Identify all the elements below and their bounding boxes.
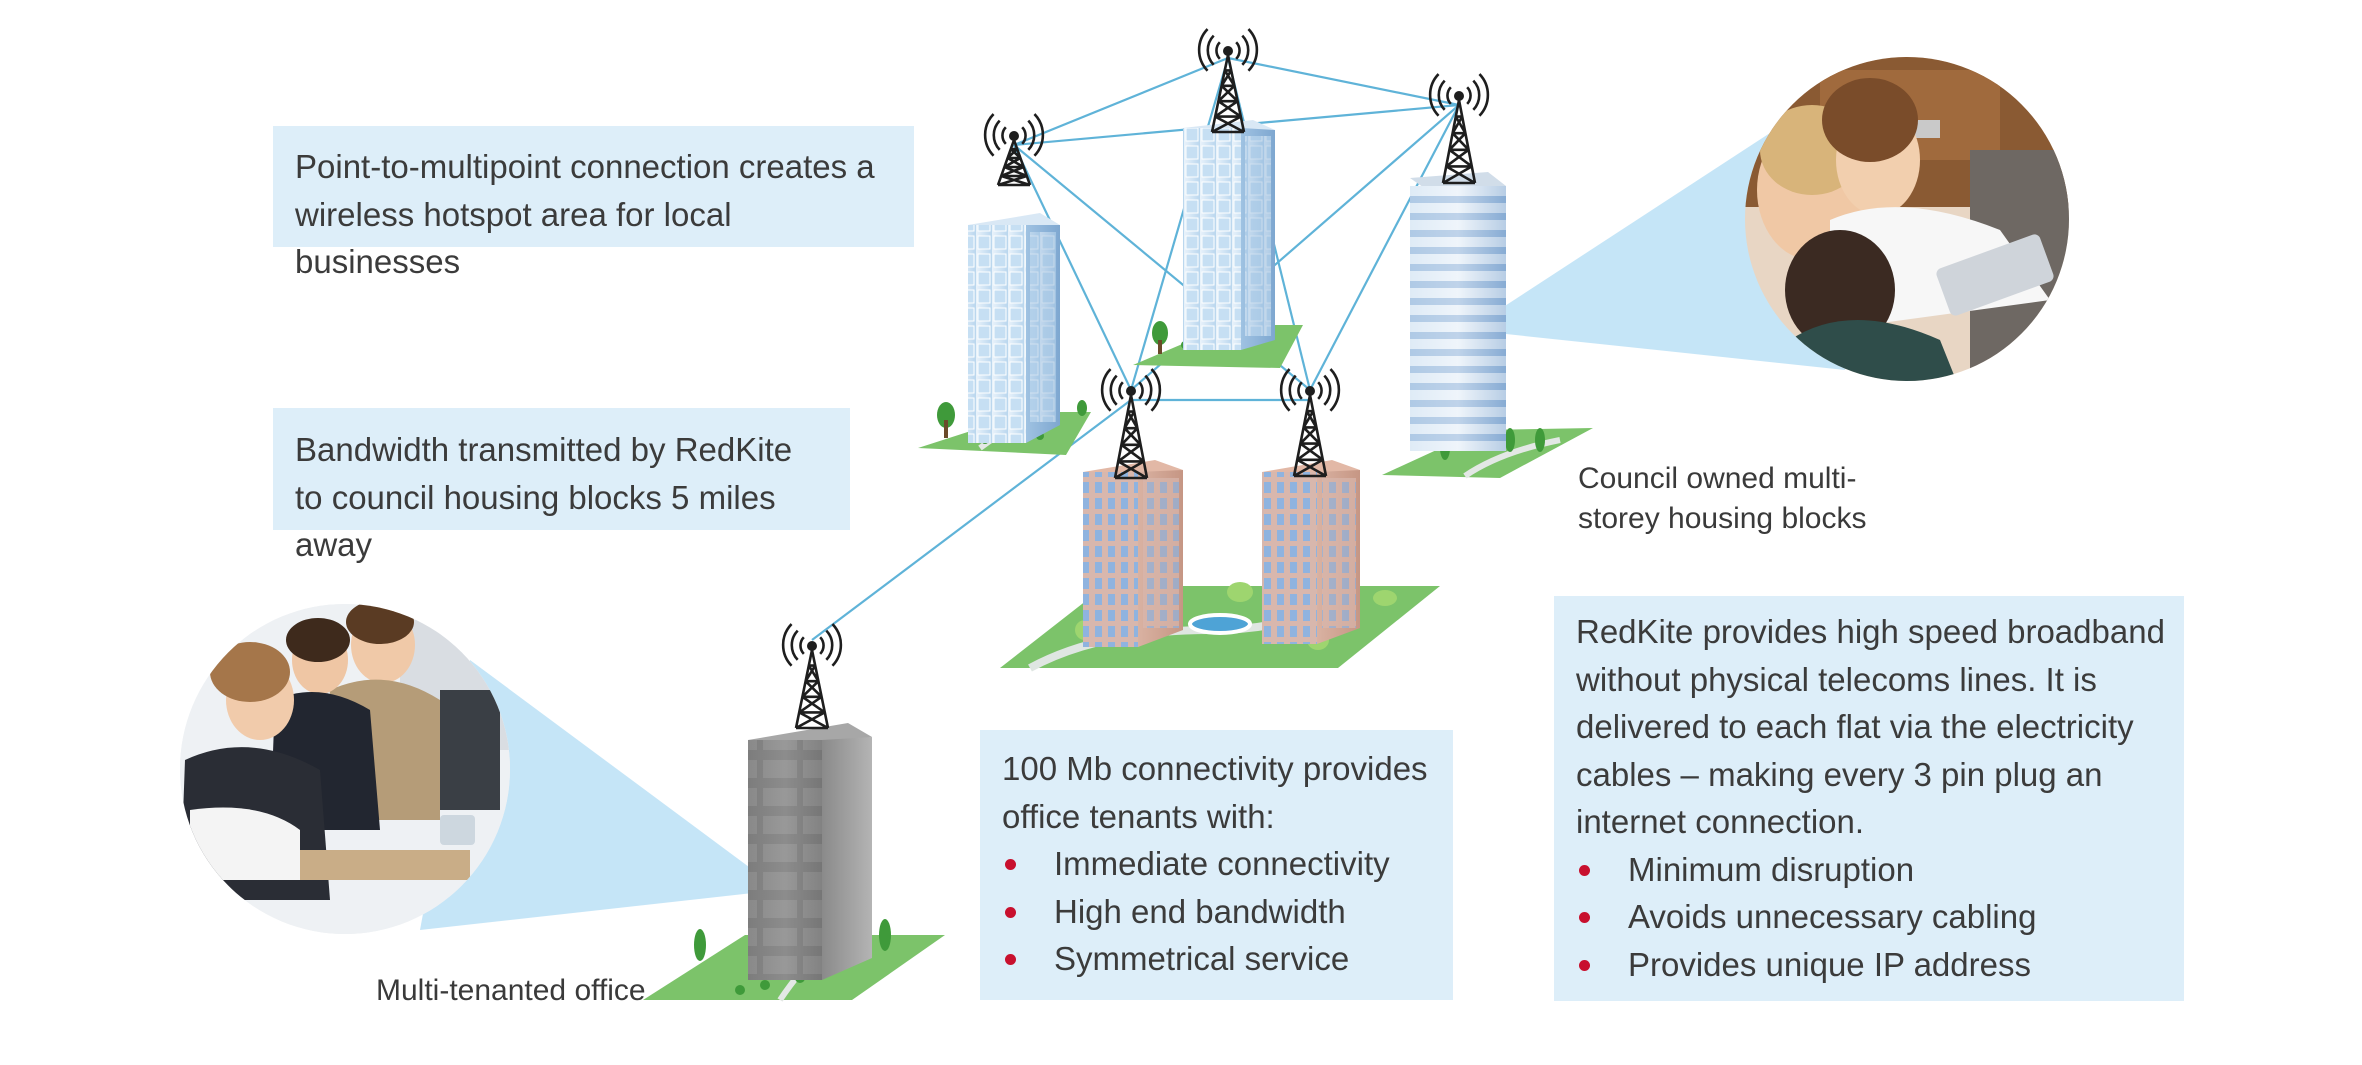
family-photo [1745,57,2069,381]
broadband-callout: RedKite provides high speed broadband wi… [1554,596,2184,1001]
hotspot-callout: Point-to-multipoint connection creates a… [273,126,914,280]
grey-office [748,723,872,980]
antenna-icon [1100,368,1162,480]
list-item: Immediate connectivity [1002,840,1433,888]
antenna-icon [781,623,843,730]
office-caption: Multi-tenanted office [376,974,646,1007]
council-housing-caption: Council owned multi-storey housing block… [1578,462,1867,535]
antenna-icon [1279,368,1341,478]
antenna-icon [1197,28,1259,134]
striped-tower [1410,172,1506,451]
list-item: High end bandwidth [1002,888,1433,936]
broadband-callout-intro: RedKite provides high speed broadband wi… [1576,613,2165,840]
office-photo [180,604,510,934]
antenna-icon [983,113,1045,187]
office-beam [420,660,780,930]
list-item: Minimum disruption [1576,846,2166,894]
bandwidth-callout-text: Bandwidth transmitted by RedKite to coun… [295,431,793,563]
glass-tower-centre [1183,120,1275,350]
list-item: Avoids unnecessary cabling [1576,893,2166,941]
hotspot-callout-text: Point-to-multipoint connection creates a… [295,148,875,280]
glass-tower-left [968,213,1060,443]
bandwidth-callout: Bandwidth transmitted by RedKite to coun… [273,408,850,563]
antenna-masts [781,28,1490,730]
antenna-icon [1428,73,1490,185]
housing-block-left [1083,460,1183,647]
office-callout: 100 Mb connectivity provides office tena… [980,730,1453,1000]
broadband-benefits-list: Minimum disruption Avoids unnecessary ca… [1576,846,2166,989]
list-item: Symmetrical service [1002,935,1433,983]
office-callout-intro: 100 Mb connectivity provides office tena… [1002,750,1428,835]
housing-block-right [1262,460,1360,644]
list-item: Provides unique IP address [1576,941,2166,989]
office-benefits-list: Immediate connectivity High end bandwidt… [1002,840,1433,983]
